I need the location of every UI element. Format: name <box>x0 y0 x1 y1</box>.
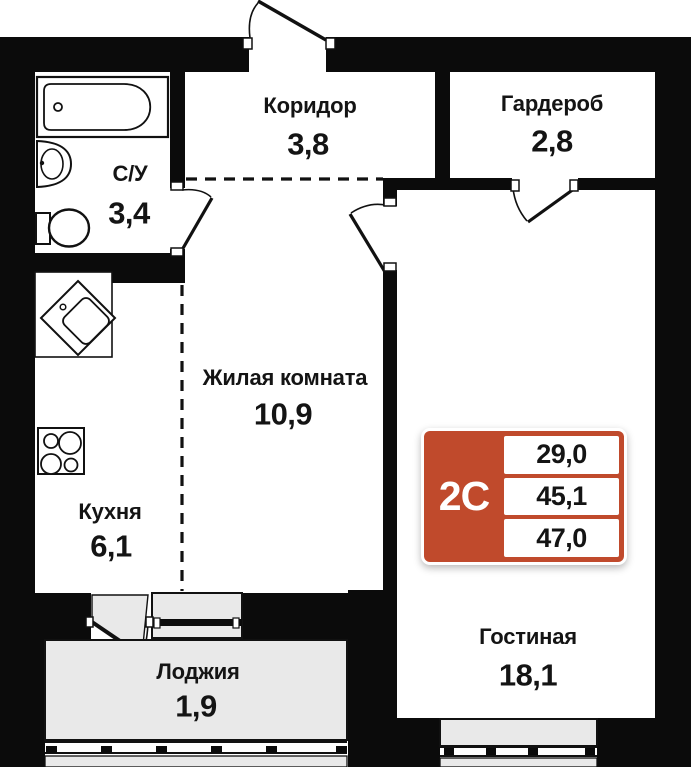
living-room-window <box>439 718 598 767</box>
room-label-koridor: Коридор <box>263 93 357 118</box>
bathtub-icon <box>35 75 170 139</box>
walls <box>0 37 691 767</box>
apartment-area-value: 47,0 <box>504 519 619 558</box>
apartment-areas: 29,0 45,1 47,0 <box>504 431 624 562</box>
apartment-area-value: 45,1 <box>504 477 619 516</box>
toilet-icon <box>35 208 91 248</box>
loggia-glazing <box>44 639 348 767</box>
room-label-garderob: Гардероб <box>500 91 604 116</box>
room-label-zhilaya: Жилая комната <box>202 365 368 390</box>
bath-sink-icon <box>36 139 73 189</box>
room-area-koridor: 3,8 <box>287 126 329 162</box>
room-label-gostinaya: Гостиная <box>479 624 577 649</box>
apartment-area-value: 29,0 <box>504 436 619 474</box>
room-label-lodzhiya: Лоджия <box>156 659 240 684</box>
kitchen-sink-icon <box>34 271 117 358</box>
door-jambs <box>85 37 579 628</box>
stove-icon <box>37 427 85 475</box>
room-area-gostinaya: 18,1 <box>498 657 558 693</box>
room-door <box>348 203 387 273</box>
kitchen-window <box>151 592 243 639</box>
bathroom-door <box>180 188 214 251</box>
room-label-su: С/У <box>112 161 148 186</box>
room-area-su: 3,4 <box>108 195 150 231</box>
room-area-kuhnya: 6,1 <box>90 528 132 564</box>
apartment-type-badge: 2С 29,0 45,1 47,0 <box>421 428 627 565</box>
room-label-kuhnya: Кухня <box>78 499 142 524</box>
apartment-type-label: 2С <box>438 473 490 519</box>
entrance-door <box>248 0 327 42</box>
apartment-type-badge-body: 2С 29,0 45,1 47,0 <box>424 431 624 562</box>
room-area-garderob: 2,8 <box>531 123 573 159</box>
room-area-lodzhiya: 1,9 <box>175 688 217 724</box>
room-area-zhilaya: 10,9 <box>253 396 313 432</box>
wardrobe-door <box>512 184 579 224</box>
dashed-partition <box>180 177 383 591</box>
